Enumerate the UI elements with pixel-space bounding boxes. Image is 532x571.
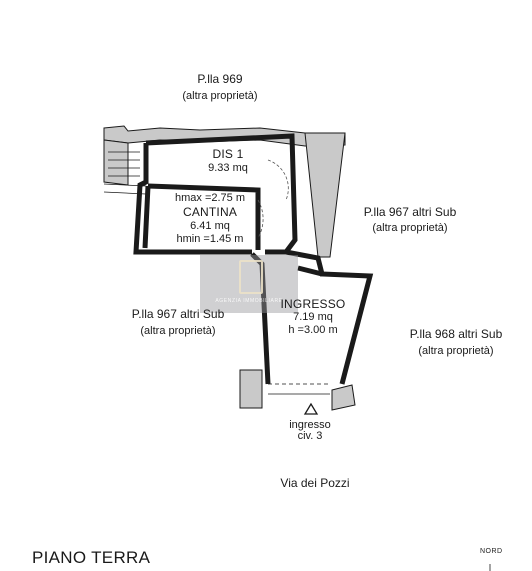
north-label: NORD	[480, 548, 503, 555]
neighbor-right-upper-parcel: P.lla 967 altri Sub	[363, 205, 457, 219]
agency-brand-text: AGENZIA IMMOBILIARE	[215, 298, 283, 304]
cantina-walls	[142, 183, 261, 250]
dis-door-swing	[267, 159, 289, 201]
cantina-door-swing	[257, 199, 264, 239]
room-cantina-hmax: hmax =2.75 m	[174, 192, 245, 204]
entrance-civic-number: civ. 3	[297, 430, 323, 442]
agency-watermark: AGENZIA IMMOBILIARE	[200, 255, 298, 313]
room-ingresso-area: 7.19 mq	[293, 311, 333, 323]
neighbor-left-parcel: P.lla 967 altri Sub	[131, 307, 225, 321]
neighbor-right-lower-note: (altra proprietà)	[418, 345, 494, 357]
bottom-right-wall	[331, 384, 356, 411]
neighbor-right-upper-note: (altra proprietà)	[372, 222, 448, 234]
neighbor-right-lower-parcel: P.lla 968 altri Sub	[409, 327, 503, 341]
right-neighbor-wall	[304, 132, 346, 258]
room-ingresso-height: h =3.00 m	[288, 324, 338, 336]
dis-left-wall	[133, 143, 252, 255]
neighbor-top-note: (altra proprietà)	[182, 90, 258, 102]
entrance-doorway	[268, 383, 330, 395]
street-name: Via dei Pozzi	[280, 476, 350, 490]
left-stair-wall	[103, 139, 129, 186]
agency-logo-icon	[239, 260, 263, 294]
room-cantina-name: CANTINA	[182, 205, 238, 219]
room-ingresso-name: INGRESSO	[280, 297, 346, 311]
entrance-label: ingresso	[289, 419, 331, 431]
ingresso-mid-wall	[297, 265, 323, 277]
dis-outer-wall	[145, 133, 298, 255]
top-neighbor-wall	[103, 125, 346, 147]
room-cantina-hmin: hmin =1.45 m	[176, 233, 244, 245]
entrance-arrow-icon	[303, 402, 319, 415]
floor-title: PIANO TERRA	[32, 548, 151, 567]
room-dis-area: 9.33 mq	[208, 162, 248, 174]
bottom-left-wall	[239, 369, 263, 409]
neighbor-walls	[103, 125, 356, 411]
door-swings	[257, 159, 289, 239]
room-cantina-area: 6.41 mq	[190, 220, 230, 232]
neighbor-left-note: (altra proprietà)	[140, 325, 216, 337]
neighbor-top-parcel: P.lla 969	[197, 72, 243, 86]
room-dis-name: DIS 1	[212, 147, 244, 161]
